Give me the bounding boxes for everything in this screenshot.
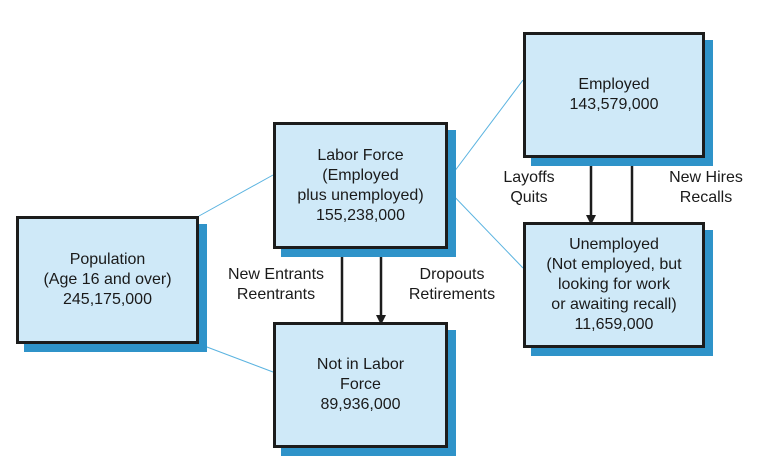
flow-label-out-of-labor-force: Dropouts Retirements xyxy=(393,265,511,305)
flow-label-new-entrants: New Entrants xyxy=(227,266,325,283)
flow-label-reentrants: Reentrants xyxy=(236,286,316,303)
flow-label-retirements: Retirements xyxy=(408,286,496,303)
connector-population-to-not-in-labor-force xyxy=(198,343,274,373)
labor-force-qualifier-line2: plus unemployed) xyxy=(297,186,424,204)
employed-box: Employed 143,579,000 xyxy=(523,32,705,158)
labor-force-qualifier-line1: (Employed xyxy=(322,166,399,184)
population-qualifier: (Age 16 and over) xyxy=(43,271,172,288)
population-label: Population xyxy=(69,251,146,268)
employed-label: Employed xyxy=(578,76,650,93)
not-in-labor-force-label-line1: Not in Labor xyxy=(316,356,405,373)
not-in-labor-force-label-line2: Force xyxy=(340,376,381,393)
unemployed-label: Unemployed xyxy=(569,236,659,253)
population-count: 245,175,000 xyxy=(63,291,152,308)
flow-label-recalls: Recalls xyxy=(679,189,733,206)
unemployed-box: Unemployed (Not employed, but looking fo… xyxy=(523,222,705,348)
connector-labor-force-to-employed xyxy=(447,79,524,181)
unemployed-qualifier-line3: or awaiting recall) xyxy=(551,296,677,313)
flow-label-quits: Quits xyxy=(510,189,548,206)
flow-label-into-labor-force: New Entrants Reentrants xyxy=(212,265,340,305)
employed-count: 143,579,000 xyxy=(569,96,659,113)
unemployed-qualifier-line2: looking for work xyxy=(557,276,671,293)
connector-labor-force-to-unemployed xyxy=(447,189,524,269)
flow-label-new-hires: New Hires xyxy=(669,169,743,186)
flow-label-unemployed-to-employed: New Hires Recalls xyxy=(652,168,760,208)
unemployed-count: 11,659,000 xyxy=(574,316,654,333)
flow-label-dropouts: Dropouts xyxy=(419,266,485,283)
flow-label-layoffs: Layoffs xyxy=(503,169,555,186)
connector-population-to-labor-force xyxy=(198,174,274,217)
labor-force-label: Labor Force xyxy=(317,146,404,164)
not-in-labor-force-count: 89,936,000 xyxy=(320,396,401,413)
population-box: Population (Age 16 and over) 245,175,000 xyxy=(16,216,199,344)
unemployed-qualifier-line1: (Not employed, but xyxy=(546,256,682,273)
not-in-labor-force-box: Not in Labor Force 89,936,000 xyxy=(273,322,448,448)
flow-label-employed-to-unemployed: Layoffs Quits xyxy=(489,168,569,208)
labor-force-count: 155,238,000 xyxy=(316,206,405,224)
labor-force-box: Labor Force (Employed plus unemployed) 1… xyxy=(273,122,448,249)
